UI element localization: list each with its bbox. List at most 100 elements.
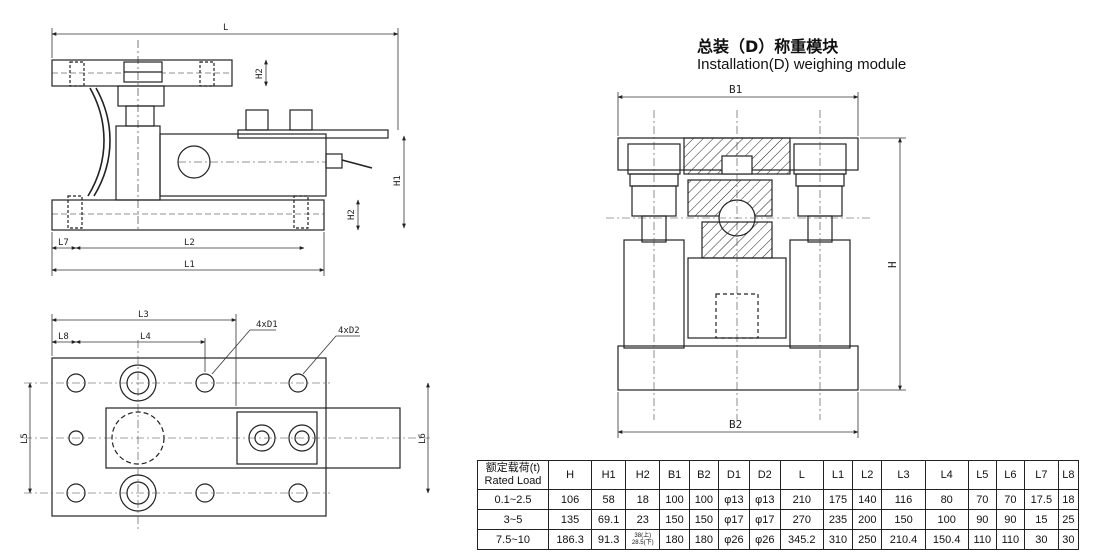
table-cell: 17.5 — [1023, 489, 1059, 510]
col-header: L8 — [1057, 460, 1080, 490]
table-cell: 100 — [688, 489, 720, 510]
table-cell: 140 — [852, 489, 883, 510]
table-cell: φ17 — [718, 509, 750, 530]
table-cell: 91.3 — [591, 529, 627, 550]
table-cell: 70 — [967, 489, 997, 510]
dim-label-L8: L8 — [58, 332, 69, 342]
front-view — [51, 40, 389, 231]
dim-label-L6: L6 — [418, 433, 428, 444]
table-cell: 18 — [1057, 489, 1080, 510]
table-cell: 90 — [995, 509, 1025, 530]
table-cell: 150.4 — [924, 529, 969, 550]
table-cell: 18 — [625, 489, 661, 510]
dim-label-4xD2: 4xD2 — [338, 326, 360, 336]
front-view-dimensions — [51, 28, 406, 276]
table-row: 3~5 135 69.1 23 150 150 φ17 φ17 270 235 … — [477, 509, 1080, 530]
col-header: L3 — [881, 460, 926, 490]
table-cell: 186.3 — [547, 529, 593, 550]
col-header: L5 — [967, 460, 997, 490]
section-view-dimensions — [617, 92, 906, 438]
table-cell: 150 — [688, 509, 720, 530]
col-header: B2 — [688, 460, 720, 490]
table-cell: 310 — [822, 529, 854, 550]
dim-label-B1: B1 — [729, 83, 742, 96]
dim-label-L: L — [223, 23, 228, 33]
section-view-centerlines — [606, 110, 870, 420]
dim-label-H: H — [886, 261, 899, 268]
table-cell: 175 — [822, 489, 854, 510]
table-cell: 210.4 — [881, 529, 926, 550]
table-cell: φ26 — [718, 529, 750, 550]
dim-label-L7: L7 — [58, 238, 69, 248]
table-cell: 270 — [779, 509, 824, 530]
table-cell: 25 — [1057, 509, 1080, 530]
col-header: L — [779, 460, 824, 490]
col-header: B1 — [659, 460, 690, 490]
table-cell: 110 — [995, 529, 1025, 550]
table-cell: 100 — [924, 509, 969, 530]
rated-load-cell: 3~5 — [477, 509, 549, 530]
table-cell: 345.2 — [779, 529, 824, 550]
dim-label-L4: L4 — [140, 332, 151, 342]
table-cell: 69.1 — [591, 509, 627, 530]
table-cell: 30 — [1057, 529, 1080, 550]
spec-table: 额定载荷(t) Rated Load H H1 H2 B1 B2 D1 D2 L… — [477, 460, 1080, 550]
table-cell: 200 — [852, 509, 883, 530]
table-row: 0.1~2.5 106 58 18 100 100 φ13 φ13 210 17… — [477, 489, 1080, 510]
title-block: 总装（D）称重模块 Installation(D) weighing modul… — [697, 38, 906, 74]
col-header: D2 — [748, 460, 781, 490]
col-header: L2 — [852, 460, 883, 490]
rated-load-cell: 7.5~10 — [477, 529, 549, 550]
table-cell: 100 — [659, 489, 690, 510]
spec-table-header: 额定载荷(t) Rated Load H H1 H2 B1 B2 D1 D2 L… — [477, 460, 1080, 490]
table-cell: 106 — [547, 489, 593, 510]
dim-label-B2: B2 — [729, 418, 742, 431]
table-cell: 80 — [924, 489, 969, 510]
col-header: H2 — [625, 460, 661, 490]
table-cell: 116 — [881, 489, 926, 510]
table-cell: 15 — [1023, 509, 1059, 530]
rated-load-cell: 0.1~2.5 — [477, 489, 549, 510]
table-cell: φ13 — [718, 489, 750, 510]
table-cell: 250 — [852, 529, 883, 550]
front-view-labels: L H2 H1 H2 L7 L2 L1 — [58, 23, 403, 270]
title-chinese: 总装（D）称重模块 — [697, 37, 839, 56]
table-cell: 180 — [659, 529, 690, 550]
table-cell: 235 — [822, 509, 854, 530]
dim-label-L5: L5 — [20, 433, 30, 444]
col-header: L4 — [924, 460, 969, 490]
table-cell: 58 — [591, 489, 627, 510]
rated-load-header: 额定载荷(t) Rated Load — [477, 460, 549, 490]
table-cell: 70 — [995, 489, 1025, 510]
table-cell: 150 — [881, 509, 926, 530]
plan-view — [51, 357, 401, 517]
dim-label-H1: H1 — [393, 175, 403, 186]
table-cell: 23 — [625, 509, 661, 530]
table-cell: 90 — [967, 509, 997, 530]
table-cell: φ26 — [748, 529, 781, 550]
col-header: L1 — [822, 460, 854, 490]
col-header: H — [547, 460, 593, 490]
dim-label-L1: L1 — [184, 260, 195, 270]
dim-label-L3: L3 — [138, 310, 149, 320]
table-cell: 150 — [659, 509, 690, 530]
table-cell: φ17 — [748, 509, 781, 530]
table-cell-h2-split: 38(上) 28.5(下) — [625, 529, 661, 550]
col-header: H1 — [591, 460, 627, 490]
dim-label-4xD1: 4xD1 — [256, 320, 278, 330]
table-cell: φ13 — [748, 489, 781, 510]
col-header: L7 — [1023, 460, 1059, 490]
col-header: D1 — [718, 460, 750, 490]
table-cell: 180 — [688, 529, 720, 550]
plan-view-labels: L3 L8 L4 4xD1 4xD2 L5 L6 — [20, 310, 428, 444]
plan-view-centerlines — [24, 340, 430, 530]
table-row: 7.5~10 186.3 91.3 38(上) 28.5(下) 180 180 … — [477, 529, 1080, 550]
col-header: L6 — [995, 460, 1025, 490]
section-view-labels: B1 H B2 — [729, 83, 899, 431]
plan-view-dimensions — [28, 314, 430, 494]
table-cell: 30 — [1023, 529, 1059, 550]
table-cell: 135 — [547, 509, 593, 530]
title-english: Installation(D) weighing module — [697, 56, 907, 73]
dim-label-H2-bottom: H2 — [347, 209, 357, 220]
